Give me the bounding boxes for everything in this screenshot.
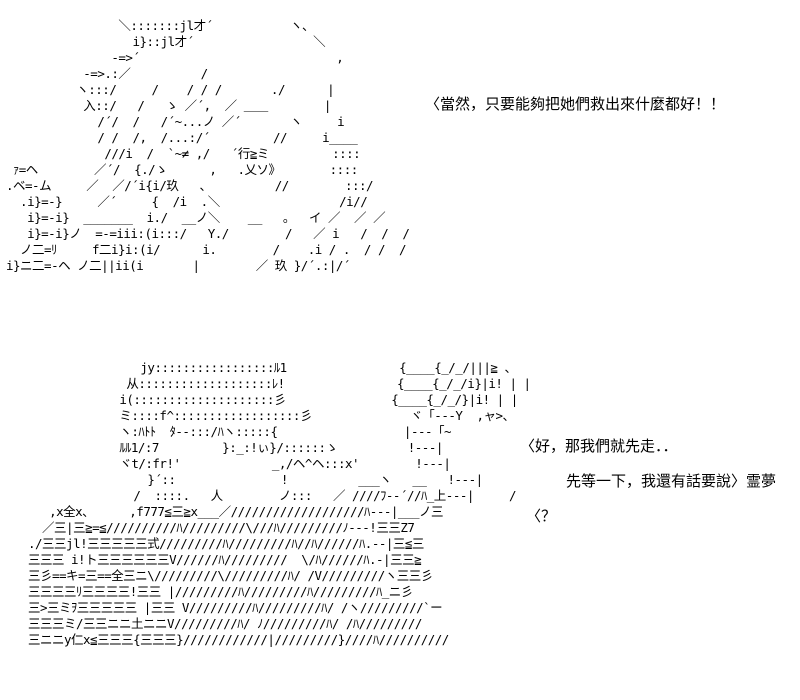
ascii-art-line: ///i / `~≠ ,/ ´行≧ミ :::: <box>104 146 361 161</box>
ascii-art-line: 入::/ / ゝ ／´, ／ ＿＿ | <box>83 98 331 113</box>
ascii-art-line: -=>.:／ / <box>83 66 208 81</box>
speech-line-question: 〈？ <box>526 507 557 525</box>
ascii-art-panel-top: ＼:::::::jl才´ ヽ、 i}::jl才´ ＼ -=>´ , -=>.:／… <box>6 18 410 274</box>
ascii-art-line: /´/ / /´~...ノ ／´ ヽ i <box>97 114 345 129</box>
ascii-art-line: ／三|三≧=≦//////////ﾊ/////////\///ﾊ////////… <box>42 520 415 535</box>
ascii-art-line: ＼:::::::jl才´ ヽ、 <box>118 18 314 33</box>
ascii-art-line: ｧ=ヘ ／´/ {./ゝ , .乂ソ》 :::: <box>13 162 358 177</box>
ascii-art-line: 从:::::::::::::::::::ﾚ! {____{_/_/i}|i! |… <box>126 376 531 391</box>
speech-line-top: 〈當然，只要能夠把她們救出來什麼都好！！ <box>425 95 726 113</box>
ascii-art-line: i(::::::::::::::::::::彡 {____{_/_/}|i! |… <box>119 392 518 407</box>
ascii-art-line: .ベ=-ム ／ ／/´i{i/玖 、 // :::/ <box>6 178 374 193</box>
ascii-art-line: / ::::. 人 ノ::: ／ ////ﾌ--´//ﾊ_上---| / <box>133 488 517 503</box>
ascii-art-line: ./三三jl!三三三三三式/////////ﾊ/////////ﾊ//ﾊ////… <box>28 536 424 551</box>
ascii-art-line: i}=-i} _______ i./ __ノ＼ __ 。 イ ／ ／ ／ <box>27 210 386 225</box>
ascii-art-line: / / /, /...:/´ // i____ <box>97 130 358 145</box>
ascii-art-line: ヾt/:fr!' _,/ヘ^ヘ:::x' !---| <box>119 456 451 471</box>
ascii-art-line: 三ニニy仁x≦三三三{三三三}////////////|/////////}//… <box>28 632 449 647</box>
ascii-art-line: .i}=-} ／´ { /i .＼ /i// <box>20 194 368 209</box>
ascii-art-line: 三三三三ﾘ三三三三!三三 |/////////ﾊ/////////ﾊ//////… <box>28 584 413 599</box>
ascii-art-line: i}::jl才´ ＼ <box>132 34 326 49</box>
ascii-art-line: ヽ:::/ / / / / ./ | <box>76 82 335 97</box>
ascii-art-line: 三三三 i!ト三三三三三三V//////ﾊ///////// \/ﾊ//////… <box>28 552 422 567</box>
ascii-art-line: 三三三ミ/三三ニニ土ニニV/////////ﾊ/ ﾉ/////////ﾊ/ /ﾊ… <box>28 616 422 631</box>
ascii-art-line: jy:::::::::::::::::ﾙ1 {____{_/_/|||≧ 、 <box>140 360 517 375</box>
speech-line-reimu: 〈好，那我們就先走．． <box>520 437 678 455</box>
ascii-art-line: -=>´ , <box>111 50 344 65</box>
ascii-art-line: i}=-i}ノ =-=iii:(i:::/ Y./ / ／ i / / / <box>27 226 410 241</box>
ascii-art-line: ﾙﾙ1/:7 }:_:!ぃ}/::::::ゝ !---| <box>119 440 443 455</box>
ascii-art-line: ヽ:ﾊﾄﾄ ﾀ--:::/ﾊヽ:::::{ |---「~ <box>119 424 452 439</box>
ascii-art-line: 三彡==キ=三==全三ニ\/////////\/////////ﾊ/ /V///… <box>28 568 433 583</box>
ascii-art-line: i}ニ二=-ヘ ノ二||ii(i | ／ 玖 }/´.:|/´ <box>6 258 350 273</box>
ascii-art-line: 三>三ミｦ三三三三三 |三三 V/////////ﾊ/////////ﾊ/ /ヽ… <box>28 600 443 615</box>
ascii-art-line: ミ::::f^::::::::::::::::::彡 ヾ「---Y ,ャ>、 <box>119 408 515 423</box>
ascii-art-line: ,x全x、 ,f777≦三≧x___／///////////////////ﾊ-… <box>49 504 443 519</box>
ascii-art-line: }´:: ! ___ヽ __ !---| <box>147 472 483 487</box>
ascii-art-panel-bottom: jy:::::::::::::::::ﾙ1 {____{_/_/|||≧ 、 从… <box>28 360 531 648</box>
speech-line-wait: 先等一下，我還有話要說〉霊夢 <box>566 472 777 490</box>
ascii-art-line: ノ二=ﾘ f二i}i:(i/ i. / .i / . / / / <box>20 242 407 257</box>
